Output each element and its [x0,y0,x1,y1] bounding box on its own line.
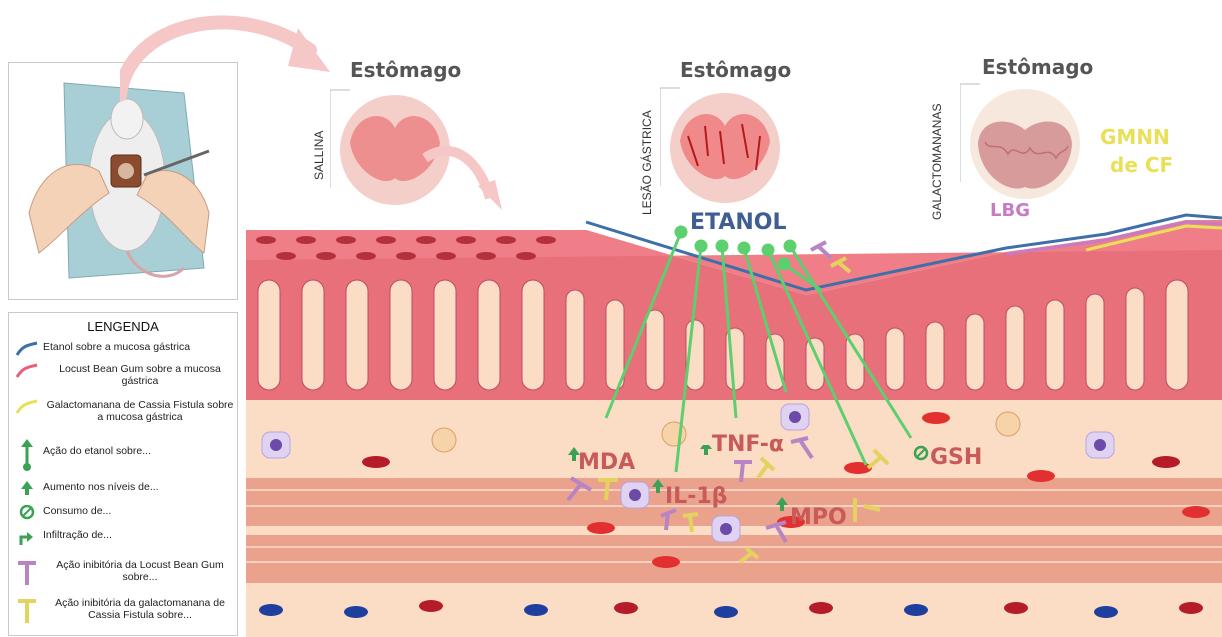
gsh-consumption-icon [912,443,932,463]
gsh-label: GSH [930,445,982,470]
gmnn-label-line1: GMNN [1100,125,1170,149]
gmnn-label-line2: de CF [1110,153,1173,177]
green-arrow-icon [15,437,39,473]
purple-t-icon [15,559,39,589]
pink-transition-arrow [120,0,340,110]
green-bent-arrow-icon [15,529,39,553]
stomach-galactomannan [960,82,1090,207]
stomach-label-1: SALLINA [312,131,326,180]
stomach-label-3: GALACTOMANANAS [930,104,944,220]
yellow-curve-icon [15,399,39,423]
stomach-title-1: Estômago [350,58,461,82]
etanol-label: ETANOL [690,210,787,235]
green-up-arrow-icon [15,481,39,505]
increase-markers [562,445,802,525]
stomach-title-2: Estômago [680,58,791,82]
blue-curve-icon [15,341,39,365]
pink-curve-icon [15,363,39,387]
yellow-t-icon [15,597,39,627]
stomach-saline [330,88,530,218]
legend-title: LENGENDA [9,319,237,334]
stomach-label-2: LESÃO GÁSTRICA [640,110,654,215]
gastric-tissue-diagram [246,210,1222,637]
stomach-lesion [660,86,800,206]
legend-panel: LENGENDA Etanol sobre a mucosa gástrica … [8,312,238,636]
green-consumption-icon [15,505,39,529]
stomach-title-3: Estômago [982,55,1093,79]
